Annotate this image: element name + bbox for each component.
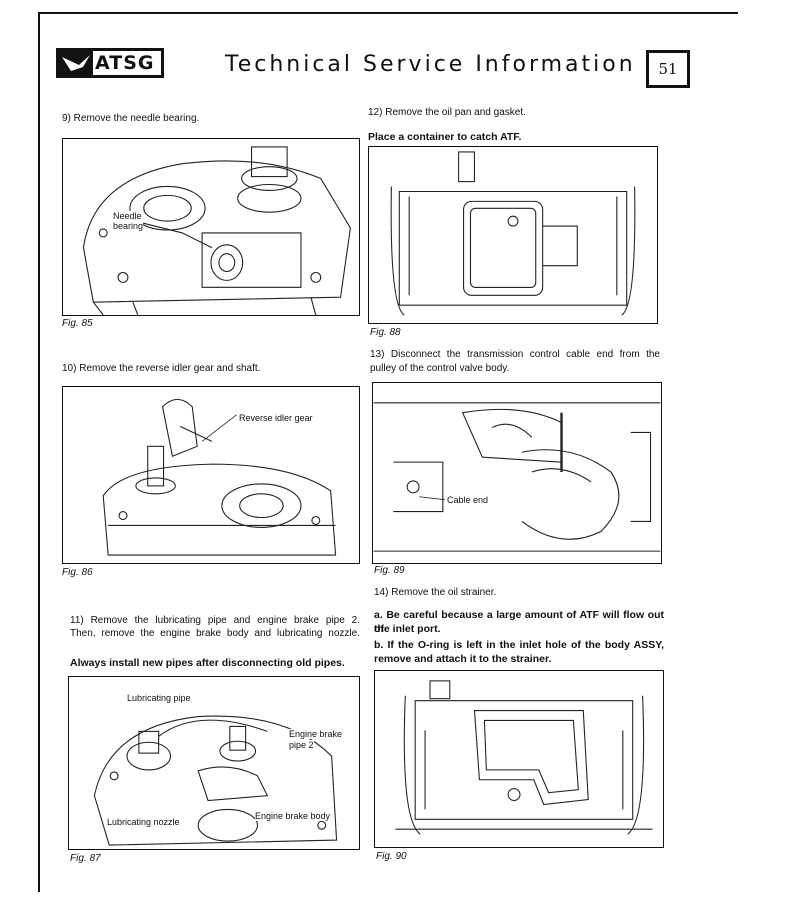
callout-lubricating-pipe: Lubricating pipe xyxy=(127,693,191,703)
callout-pipe-2: pipe 2 xyxy=(289,740,314,750)
logo-text: ATSG xyxy=(95,52,155,74)
step-14-text: 14) Remove the oil strainer. xyxy=(374,587,497,598)
step-13-line2: pulley of the control valve body. xyxy=(370,363,510,374)
step-13-line1: 13) Disconnect the transmission control … xyxy=(370,349,660,360)
callout-bearing: bearing xyxy=(113,221,144,231)
figure-85: Needle bearing xyxy=(62,138,360,316)
page-title: Technical Service Information xyxy=(225,52,636,77)
fig-87-label: Fig. 87 xyxy=(70,853,101,864)
fig-86-label: Fig. 86 xyxy=(62,567,93,578)
figure-86: Reverse idler gear xyxy=(62,386,360,564)
step-9-text: 9) Remove the needle bearing. xyxy=(62,113,200,124)
callout-engine-brake: Engine brake xyxy=(289,729,343,739)
callout-needle: Needle xyxy=(113,211,142,221)
fig-90-label: Fig. 90 xyxy=(376,851,407,862)
callout-lubricating-nozzle: Lubricating nozzle xyxy=(107,817,180,827)
callout-cable-end: Cable end xyxy=(447,495,489,505)
figure-87: Lubricating pipe Engine brake pipe 2 Lub… xyxy=(68,676,360,850)
step-14-note-a-line2: the inlet port. xyxy=(374,623,441,635)
lubricating-pipe-drawing xyxy=(93,715,338,846)
callout-reverse-idler-gear: Reverse idler gear xyxy=(239,413,313,423)
fig-89-label: Fig. 89 xyxy=(374,565,405,576)
cable-end-drawing xyxy=(373,402,661,552)
step-11-line2: Then, remove the engine brake body and l… xyxy=(70,628,360,639)
callout-engine-brake-body: Engine brake body xyxy=(255,811,331,821)
step-12-text: 12) Remove the oil pan and gasket. xyxy=(368,107,526,118)
figure-90 xyxy=(374,670,664,848)
step-10-text: 10) Remove the reverse idler gear and sh… xyxy=(62,363,261,374)
needle-bearing-drawing xyxy=(82,146,351,315)
oil-pan-drawing xyxy=(390,151,636,316)
figure-88 xyxy=(368,146,658,324)
step-11-note: Always install new pipes after disconnec… xyxy=(70,657,345,669)
step-14-note-b-line2: remove and attach it to the strainer. xyxy=(374,653,552,665)
step-11-line1: 11) Remove the lubricating pipe and engi… xyxy=(70,615,360,626)
oil-strainer-drawing xyxy=(395,680,653,835)
step-14-note-a-line1: a. Be careful because a large amount of … xyxy=(374,609,664,635)
top-rule xyxy=(38,12,738,14)
figure-89: Cable end xyxy=(372,382,662,564)
step-14-note-b-line1: b. If the O-ring is left in the inlet ho… xyxy=(374,639,664,651)
bird-logo-icon xyxy=(59,51,93,75)
left-rule xyxy=(38,12,40,892)
fig-88-label: Fig. 88 xyxy=(370,327,401,338)
reverse-idler-gear-drawing xyxy=(102,398,337,556)
step-12-note: Place a container to catch ATF. xyxy=(368,131,522,143)
fig-85-label: Fig. 85 xyxy=(62,318,93,329)
atsg-logo: ATSG xyxy=(56,48,164,78)
page-number: 51 xyxy=(646,50,690,88)
